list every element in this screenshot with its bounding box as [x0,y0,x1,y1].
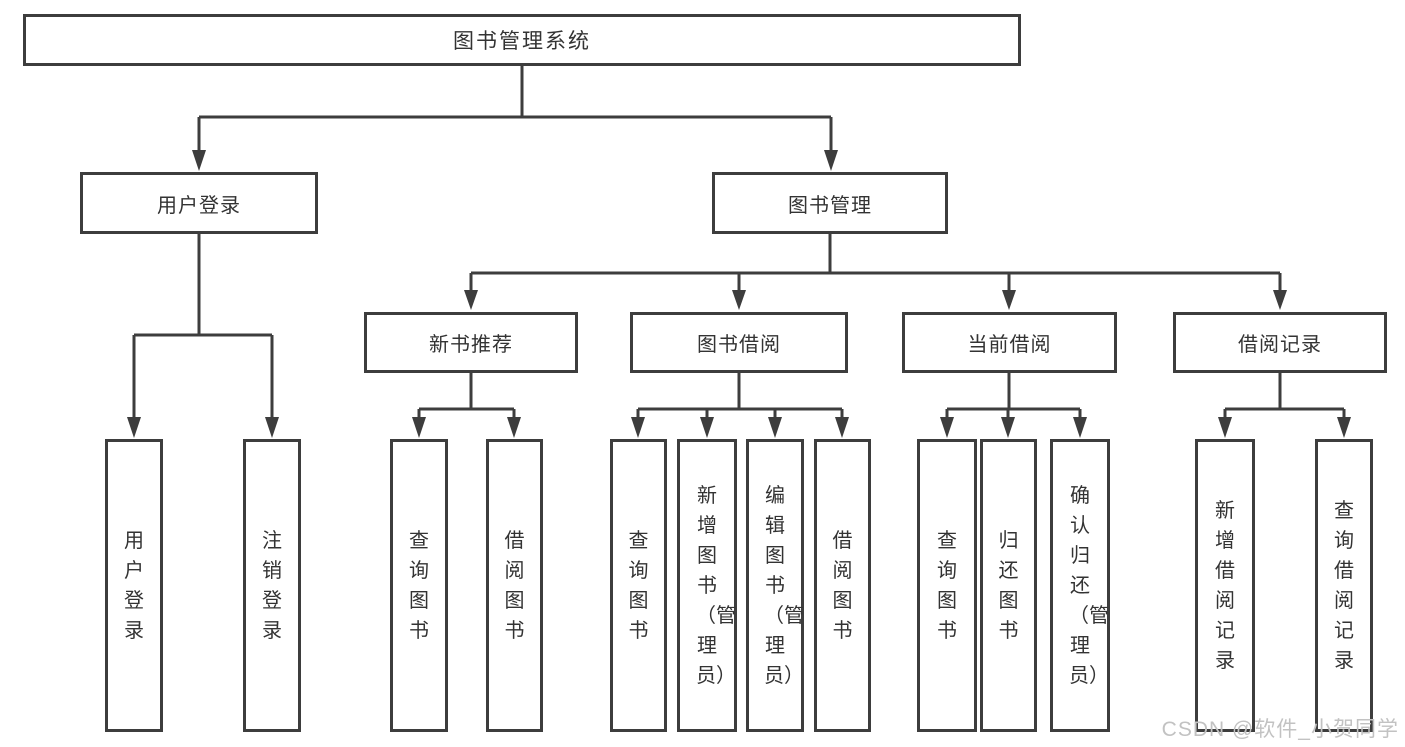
leaf-borrow-query-books: 查询图书 [610,439,667,732]
leaf-borrow-borrow-books: 借阅图书 [814,439,871,732]
leaf-recommend-borrow-books: 借阅图书 [486,439,543,732]
node-library-system-root: 图书管理系统 [23,14,1021,66]
node-label: 图书管理系统 [453,30,591,53]
node-book-borrow: 图书借阅 [630,312,848,373]
leaf-current-return-books: 归还图书 [980,439,1037,732]
connector-bookmgmt-to-level3 [469,234,1282,292]
node-user-login: 用户登录 [80,172,318,234]
leaf-label: 确认归还（管理员） [1069,484,1109,687]
leaf-label: 归还图书 [998,529,1019,642]
leaf-label: 用户登录 [124,529,144,642]
node-borrow-records: 借阅记录 [1173,312,1387,373]
connector-currentborrow-to-leaves [945,373,1082,420]
connector-bookborrow-to-leaves [636,373,844,420]
leaf-label: 借阅图书 [504,529,525,642]
node-label: 用户登录 [157,194,241,217]
node-label: 新书推荐 [429,334,513,356]
arrowheads-level2 [192,150,838,171]
leaf-label: 编辑图书（管理员） [764,484,804,687]
leaf-logout-login: 注销登录 [243,439,301,732]
arrowheads-level3 [464,290,1287,310]
leaf-current-confirm-return-admin: 确认归还（管理员） [1050,439,1110,732]
connector-newbook-to-leaves [417,373,516,420]
leaf-label: 查询图书 [409,529,429,642]
node-label: 图书管理 [788,194,872,217]
leaf-label: 新增借阅记录 [1215,499,1235,672]
node-label: 借阅记录 [1238,334,1322,356]
leaf-user-login: 用户登录 [105,439,163,732]
leaf-label: 借阅图书 [832,529,853,642]
node-book-management: 图书管理 [712,172,948,234]
leaf-current-query-books: 查询图书 [917,439,977,732]
leaf-label: 新增图书（管理员） [696,484,736,687]
leaf-label: 查询借阅记录 [1334,499,1354,672]
leaf-borrow-add-books-admin: 新增图书（管理员） [677,439,737,732]
node-current-borrow: 当前借阅 [902,312,1117,373]
arrowheads-leaves [127,417,1351,438]
leaf-label: 注销登录 [262,529,282,642]
leaf-records-query-record: 查询借阅记录 [1315,439,1373,732]
leaf-borrow-edit-books-admin: 编辑图书（管理员） [746,439,804,732]
node-label: 图书借阅 [697,334,781,356]
csdn-watermark: CSDN @软件_小贺同学 [1161,718,1399,741]
leaf-label: 查询图书 [628,529,649,642]
leaf-recommend-query-books: 查询图书 [390,439,448,732]
node-new-book-recommend: 新书推荐 [364,312,578,373]
connector-root-to-level2 [197,66,833,152]
connector-userlogin-to-leaves [132,234,274,420]
connector-borrowrecords-to-leaves [1223,373,1346,420]
node-label: 当前借阅 [967,334,1052,356]
leaf-label: 查询图书 [937,529,957,642]
leaf-records-add-record: 新增借阅记录 [1195,439,1255,732]
